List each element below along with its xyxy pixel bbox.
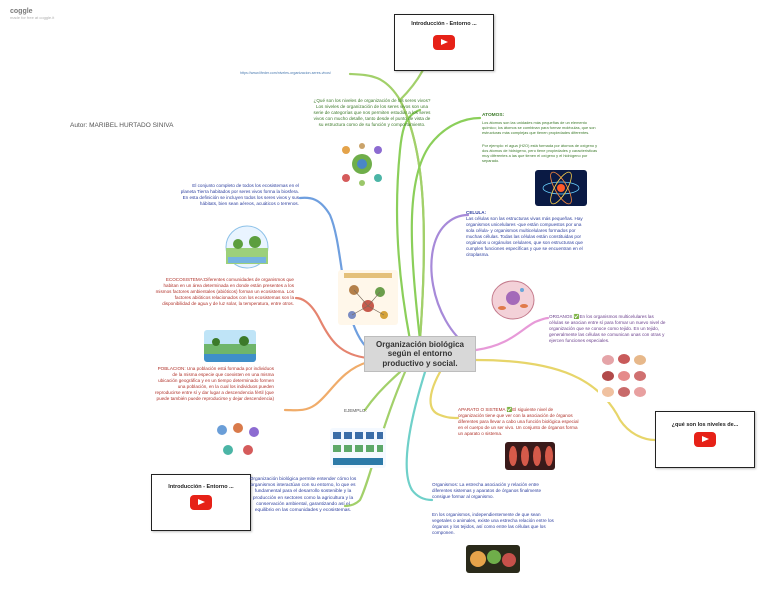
branch-poblacion bbox=[285, 362, 368, 410]
branch-organos bbox=[476, 318, 548, 350]
play-button-icon[interactable] bbox=[190, 495, 212, 510]
node-organismo[interactable]: Organismos: La estrecha asociación y rel… bbox=[432, 482, 554, 500]
node-atomos-example: Por ejemplo: el agua (H2O) está formada … bbox=[482, 143, 602, 163]
levels-pyramid-image bbox=[338, 140, 386, 188]
biosphere-image bbox=[222, 224, 272, 270]
video-card-niveles[interactable]: ¿qué son los niveles de... bbox=[655, 411, 755, 468]
author-label: Autor: MARIBEL HURTADO SINIVA bbox=[70, 122, 173, 129]
food-chain-image bbox=[338, 270, 398, 325]
example-levels-image bbox=[330, 428, 386, 468]
brand-logo[interactable]: coggle bbox=[10, 8, 33, 15]
central-topic[interactable]: Organización biológica según el entorno … bbox=[364, 336, 476, 372]
node-organos[interactable]: ORGANOS ✅En los organismos multicelulare… bbox=[549, 314, 667, 344]
video-card-intro-top[interactable]: Introducción - Entorno ... bbox=[394, 14, 494, 71]
node-atomos-title[interactable]: ATOMOS: bbox=[482, 113, 602, 119]
population-image bbox=[212, 418, 264, 462]
video-title: Introducción - Entorno ... bbox=[395, 21, 493, 27]
ecosystem-image bbox=[204, 330, 256, 362]
node-atomos-text: Los átomos son las unidades más pequeñas… bbox=[482, 120, 602, 135]
video-card-intro-bottom[interactable]: Introducción - Entorno ... bbox=[151, 474, 251, 531]
video-title: Introducción - Entorno ... bbox=[152, 484, 250, 490]
cell-image bbox=[490, 278, 536, 322]
brand-tagline: made for free at coggle.it bbox=[10, 15, 54, 20]
play-button-icon[interactable] bbox=[433, 35, 455, 50]
organs-image bbox=[598, 350, 650, 402]
node-celula-text: Las células son las estructuras vivas má… bbox=[466, 216, 591, 258]
play-button-icon[interactable] bbox=[694, 432, 716, 447]
node-ejemplo[interactable]: EJEMPLO: bbox=[344, 408, 367, 414]
branch-aparato bbox=[431, 372, 458, 418]
systems-image bbox=[505, 442, 555, 470]
branch-ejemplo bbox=[365, 372, 400, 410]
source-link[interactable]: https://www.lifeder.com/niveles-organiza… bbox=[240, 71, 331, 75]
node-biosfera[interactable]: El conjunto completo de todos los ecosis… bbox=[176, 183, 299, 207]
node-ecosistema[interactable]: ECOCOSISTEMA:Diferentes comunidades de o… bbox=[150, 277, 294, 307]
atom-image bbox=[535, 170, 587, 206]
node-poblacion[interactable]: POBLACION: Una población está formada po… bbox=[152, 366, 274, 402]
branch-organismo bbox=[407, 372, 432, 500]
node-niveles[interactable]: ¿Qué son los niveles de organización de … bbox=[312, 98, 432, 128]
organisms-image bbox=[466, 545, 520, 573]
node-resumen[interactable]: Organización biológica permite entender … bbox=[247, 477, 359, 514]
branch-celula bbox=[431, 215, 470, 348]
video-title: ¿qué son los niveles de... bbox=[656, 422, 754, 428]
node-aparato[interactable]: APARATO O SISTEMA ✅El siguiente nivel de… bbox=[458, 407, 580, 437]
node-organismo-detail: En los organismos, independientemente de… bbox=[432, 512, 554, 536]
